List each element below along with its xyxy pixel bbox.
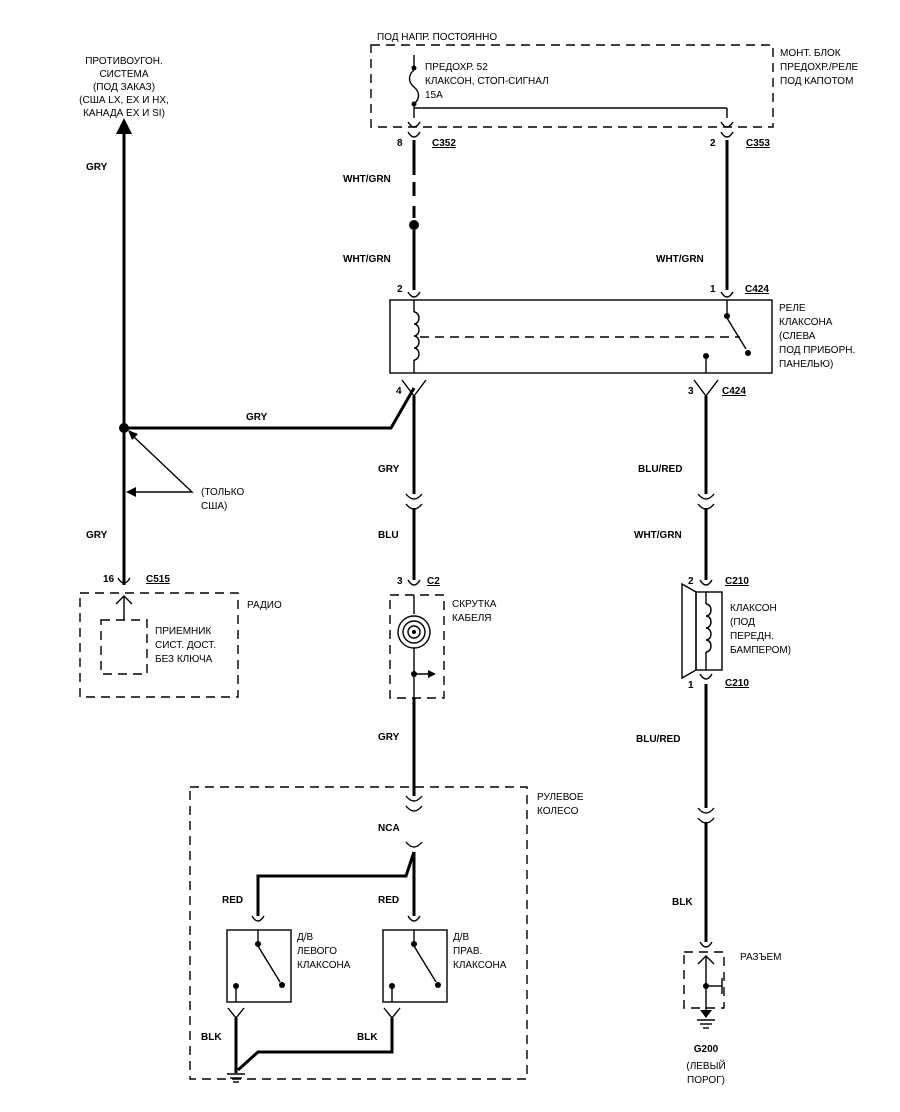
c352-label: C352 — [432, 138, 456, 149]
wire-blu-red-2: BLU/RED — [636, 734, 680, 745]
horn-label-2: (ПОД — [730, 617, 755, 628]
wire-blu-red-1: BLU/RED — [638, 464, 682, 475]
fuse-rating-label: 15A — [425, 90, 443, 101]
wire-wht-grn-1: WHT/GRN — [343, 174, 391, 185]
c424-top-label: C424 — [745, 284, 769, 295]
svg-text:(ПОД ЗАКАЗ): (ПОД ЗАКАЗ) — [93, 82, 155, 93]
wire-red-left: RED — [222, 895, 243, 906]
c2-pin: 3 — [397, 576, 403, 587]
svg-text:ПРОТИВОУГОН.: ПРОТИВОУГОН. — [85, 56, 163, 67]
spiral-icon — [397, 615, 431, 649]
receiver-label-1: ПРИЕМНИК — [155, 626, 211, 637]
wire-wht-grn-horn: WHT/GRN — [634, 530, 682, 541]
connector-c353: 2 C353 — [710, 121, 770, 149]
c515-label: C515 — [146, 574, 170, 585]
c515-pin: 16 — [103, 574, 115, 585]
c424-bottom-pin: 3 — [688, 386, 694, 397]
left-switch-label-1: Д/В — [297, 932, 314, 943]
steering-label-1: РУЛЕВОЕ — [537, 792, 584, 803]
relay-label-5: ПАНЕЛЬЮ) — [779, 359, 833, 370]
c353-pin: 2 — [710, 138, 716, 149]
c210-top-pin: 2 — [688, 576, 694, 587]
wire-gry-center: GRY — [378, 464, 400, 475]
clockspring-label-2: КАБЕЛЯ — [452, 613, 492, 624]
receiver-label-2: СИСТ. ДОСТ. — [155, 640, 216, 651]
ground-location-2: ПОРОГ) — [687, 1075, 725, 1086]
wire-gry-top-left: GRY — [86, 162, 108, 173]
svg-text:КАНАДА EX И SI): КАНАДА EX И SI) — [83, 108, 165, 119]
wire-blk-right: BLK — [357, 1032, 378, 1043]
wire-gry-horizontal: GRY — [246, 412, 268, 423]
fuse-52-label: ПРЕДОХР. 52 — [425, 62, 488, 73]
c352-pin: 8 — [397, 138, 403, 149]
receiver-label-3: БЕЗ КЛЮЧА — [155, 654, 213, 665]
wire-gry-center-lower: GRY — [378, 732, 400, 743]
fuse-box-label-2: ПРЕДОХР./РЕЛЕ — [780, 62, 859, 73]
c210-top-label: C210 — [725, 576, 749, 587]
connector-label: РАЗЪЕМ — [740, 952, 782, 963]
left-switch-label-2: ЛЕВОГО — [297, 946, 337, 957]
c2-label: C2 — [427, 576, 440, 587]
arrow-up-icon — [116, 118, 132, 134]
right-switch-label-3: КЛАКСОНА — [453, 960, 507, 971]
c424-top-pin: 1 — [710, 284, 716, 295]
right-switch-label-1: Д/В — [453, 932, 470, 943]
horn: КЛАКСОН (ПОД ПЕРЕДН. БАМПЕРОМ) — [681, 582, 791, 680]
c353-label: C353 — [746, 138, 770, 149]
relay-pin-4: 4 — [396, 386, 402, 397]
wire-wht-grn-2: WHT/GRN — [343, 254, 391, 265]
wire-red-right: RED — [378, 895, 399, 906]
radio: РАДИО ПРИЕМНИК СИСТ. ДОСТ. БЕЗ КЛЮЧА — [79, 592, 282, 698]
left-switch-label-3: КЛАКСОНА — [297, 960, 351, 971]
svg-text:(США LX, EX И HX,: (США LX, EX И HX, — [79, 95, 169, 106]
relay-label-2: КЛАКСОНА — [779, 317, 833, 328]
ground-icon — [227, 1073, 245, 1083]
steering-label-2: КОЛЕСО — [537, 806, 579, 817]
steering-wheel: РУЛЕВОЕ КОЛЕСО — [189, 786, 584, 1080]
fuse-circuit-label: КЛАКСОН, СТОП-СИГНАЛ — [425, 76, 549, 87]
under-hood-fuse-box: ПОД НАПР. ПОСТОЯННО ПРЕДОХР. 52 КЛАКСОН,… — [370, 32, 859, 128]
wire-wht-grn-right: WHT/GRN — [656, 254, 704, 265]
wire-blu-center: BLU — [378, 530, 399, 541]
c424-bottom-label: C424 — [722, 386, 746, 397]
horn-label-1: КЛАКСОН — [730, 603, 777, 614]
wire-blk-left: BLK — [201, 1032, 222, 1043]
relay-label-3: (СЛЕВА — [779, 331, 816, 342]
radio-label: РАДИО — [247, 600, 282, 611]
right-horn-switch: Д/В ПРАВ. КЛАКСОНА — [382, 915, 507, 1020]
horn-label-4: БАМПЕРОМ) — [730, 645, 791, 656]
ground-name: G200 — [694, 1044, 719, 1055]
relay-label-4: ПОД ПРИБОРН. — [779, 345, 855, 356]
usa-only-1: (ТОЛЬКО — [201, 487, 244, 498]
wire-blk-ground: BLK — [672, 897, 693, 908]
horn-label-3: ПЕРЕДН. — [730, 631, 774, 642]
left-horn-switch: Д/В ЛЕВОГО КЛАКСОНА — [226, 915, 351, 1020]
usa-only-2: США) — [201, 501, 227, 512]
ground-location-1: (ЛЕВЫЙ — [686, 1059, 725, 1072]
connector-c352: 8 C352 — [397, 121, 456, 149]
clockspring: СКРУТКА КАБЕЛЯ — [389, 594, 497, 699]
relay-label-1: РЕЛЕ — [779, 303, 806, 314]
connector-junction: РАЗЪЕМ — [683, 941, 782, 1012]
wire-nca: NCA — [378, 823, 400, 834]
fuse-box-label-1: МОНТ. БЛОК — [780, 48, 841, 59]
wire-gry-left-lower: GRY — [86, 530, 108, 541]
relay-pin-2: 2 — [397, 284, 403, 295]
c210-bottom-pin: 1 — [688, 680, 694, 691]
c210-bottom-label: C210 — [725, 678, 749, 689]
theft-system-label: ПРОТИВОУГОН. СИСТЕМА (ПОД ЗАКАЗ) (США LX… — [79, 56, 169, 119]
svg-text:СИСТЕМА: СИСТЕМА — [99, 69, 148, 80]
right-switch-label-2: ПРАВ. — [453, 946, 482, 957]
horn-relay: 2 1 C424 4 3 C424 РЕЛЕ КЛАКСОНА (СЛЕВА П… — [389, 284, 855, 398]
fuse-box-label-3: ПОД КАПОТОМ — [780, 76, 853, 87]
clockspring-label-1: СКРУТКА — [452, 599, 497, 610]
fuse-supply-label: ПОД НАПР. ПОСТОЯННО — [377, 32, 497, 43]
ground-g200-icon — [697, 1010, 715, 1029]
